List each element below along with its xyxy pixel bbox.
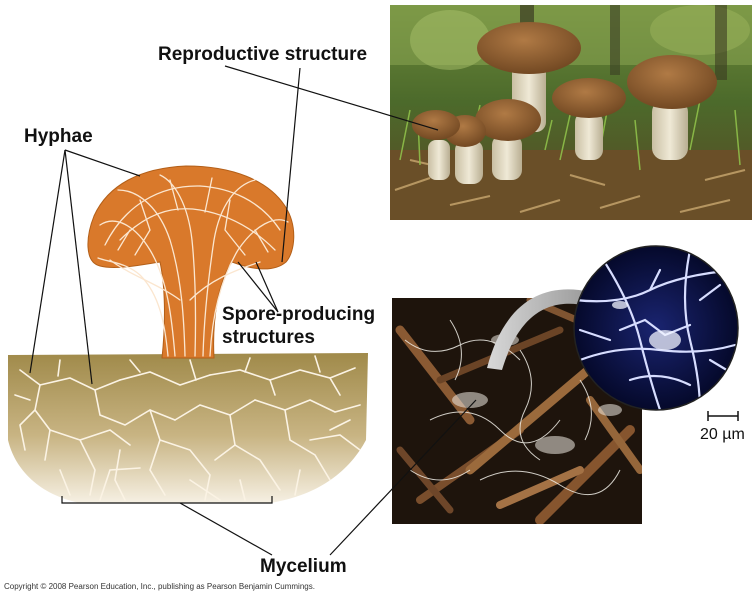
soil-cross-section (8, 353, 368, 503)
label-hyphae: Hyphae (24, 126, 93, 147)
label-spore-producing-line1: Spore-producing (222, 304, 376, 325)
label-scale-bar: 20 µm (700, 426, 745, 443)
mushroom-illustration (87, 165, 295, 359)
leader-lines (29, 65, 477, 556)
label-spore-producing-line2: structures (222, 327, 315, 348)
microscope-view (573, 245, 739, 411)
mushroom-photo (390, 5, 752, 220)
label-mycelium: Mycelium (260, 556, 347, 577)
hyphae-lines (97, 174, 289, 357)
mushroom-photo-caps (412, 22, 717, 184)
scale-bar (707, 411, 739, 421)
label-reproductive-structure: Reproductive structure (158, 44, 368, 65)
mycelium-network (14, 355, 361, 501)
copyright-notice: Copyright © 2008 Pearson Education, Inc.… (4, 582, 315, 591)
